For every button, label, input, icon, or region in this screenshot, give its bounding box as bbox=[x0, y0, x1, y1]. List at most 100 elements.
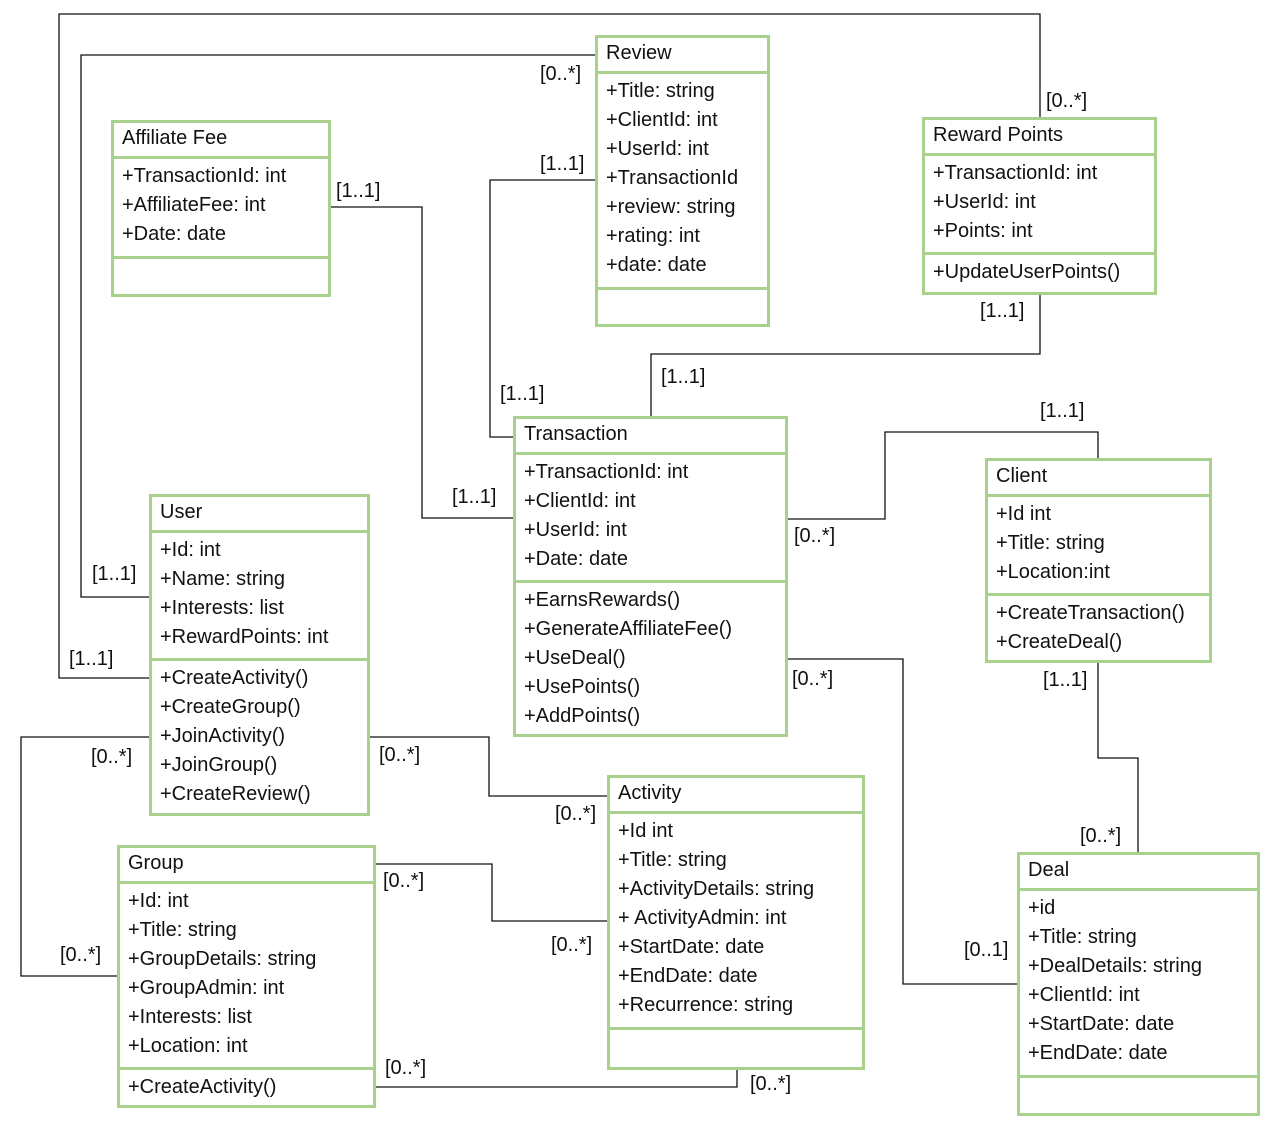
attributes-section: +Title: string +ClientId: int +UserId: i… bbox=[598, 74, 767, 290]
attribute: +Title: string bbox=[618, 849, 727, 871]
class-group[interactable]: Group +Id: int +Title: string +GroupDeta… bbox=[117, 845, 376, 1108]
class-transaction[interactable]: Transaction +TransactionId: int +ClientI… bbox=[513, 416, 788, 737]
attribute: +UserId: int bbox=[606, 138, 709, 160]
operation: +JoinGroup() bbox=[160, 754, 278, 776]
multiplicity-label: [0..*] bbox=[379, 744, 421, 766]
multiplicity-label: [1..1] bbox=[452, 486, 497, 508]
operation: +UsePoints() bbox=[524, 676, 641, 698]
class-reward-points[interactable]: Reward Points +TransactionId: int +UserI… bbox=[922, 117, 1157, 295]
class-deal[interactable]: Deal +id +Title: string +DealDetails: st… bbox=[1017, 852, 1260, 1116]
class-client[interactable]: Client +Id int +Title: string +Location:… bbox=[985, 458, 1212, 663]
operation: +CreateGroup() bbox=[160, 696, 301, 718]
attribute: +Title: string bbox=[606, 80, 715, 102]
attributes-section: +Id int +Title: string +Location:int bbox=[988, 497, 1209, 596]
attribute: +DealDetails: string bbox=[1028, 955, 1202, 977]
attribute: +rating: int bbox=[606, 225, 700, 247]
attribute: +TransactionId: int bbox=[933, 162, 1098, 184]
class-name: Deal bbox=[1020, 855, 1257, 891]
class-user[interactable]: User +Id: int +Name: string +Interests: … bbox=[149, 494, 370, 816]
class-name: Reward Points bbox=[925, 120, 1154, 156]
attribute: +Id: int bbox=[128, 890, 189, 912]
multiplicity-label: [1..1] bbox=[500, 383, 545, 405]
class-name: User bbox=[152, 497, 367, 533]
line-transaction-client bbox=[787, 431, 1099, 520]
attributes-section: +Id int +Title: string +ActivityDetails:… bbox=[610, 814, 862, 1030]
attribute: +GroupAdmin: int bbox=[128, 977, 285, 999]
operation: +EarnsRewards() bbox=[524, 589, 681, 611]
attribute: +GroupDetails: string bbox=[128, 948, 317, 970]
attributes-section: +TransactionId: int +UserId: int +Points… bbox=[925, 156, 1154, 255]
line-review-transaction bbox=[489, 179, 597, 438]
operation: +CreateActivity() bbox=[160, 667, 309, 689]
multiplicity-label: [0..*] bbox=[750, 1073, 792, 1095]
class-name: Review bbox=[598, 38, 767, 74]
attribute: +EndDate: date bbox=[618, 965, 758, 987]
operation: +CreateActivity() bbox=[128, 1076, 277, 1098]
multiplicity-label: [0..*] bbox=[792, 668, 834, 690]
multiplicity-label: [0..*] bbox=[383, 870, 425, 892]
line-group-activity bbox=[375, 863, 609, 922]
attribute: +EndDate: date bbox=[1028, 1042, 1168, 1064]
operations-section bbox=[1020, 1078, 1257, 1081]
attribute: +Id int bbox=[618, 820, 674, 842]
class-name: Transaction bbox=[516, 419, 785, 455]
attribute: +Location:int bbox=[996, 561, 1110, 583]
line-reward-user bbox=[58, 13, 1041, 679]
multiplicity-label: [0..*] bbox=[1046, 90, 1088, 112]
operation: +GenerateAffiliateFee() bbox=[524, 618, 733, 640]
line-user-group bbox=[20, 736, 151, 977]
attributes-section: +TransactionId: int +AffiliateFee: int +… bbox=[114, 159, 328, 259]
attribute: +AffiliateFee: int bbox=[122, 194, 266, 216]
attribute: +Title: string bbox=[996, 532, 1105, 554]
multiplicity-label: [0..*] bbox=[91, 746, 133, 768]
attribute: +ClientId: int bbox=[606, 109, 718, 131]
attribute: +ClientId: int bbox=[524, 490, 636, 512]
attribute: + ActivityAdmin: int bbox=[618, 907, 787, 929]
operation: +UseDeal() bbox=[524, 647, 626, 669]
class-affiliate-fee[interactable]: Affiliate Fee +TransactionId: int +Affil… bbox=[111, 120, 331, 297]
line-affiliate-transaction bbox=[330, 206, 515, 519]
attribute: +Interests: list bbox=[160, 597, 284, 619]
operation: +CreateReview() bbox=[160, 783, 311, 805]
operation: +JoinActivity() bbox=[160, 725, 286, 747]
attribute: +TransactionId: int bbox=[122, 165, 287, 187]
line-transaction-deal bbox=[787, 658, 1019, 985]
operations-section: +CreateActivity() +CreateGroup() +JoinAc… bbox=[152, 661, 367, 809]
attribute: +Title: string bbox=[1028, 926, 1137, 948]
attribute: +Id int bbox=[996, 503, 1052, 525]
multiplicity-label: [1..1] bbox=[336, 180, 381, 202]
operations-section bbox=[114, 259, 328, 262]
attribute: +Title: string bbox=[128, 919, 237, 941]
attribute: +date: date bbox=[606, 254, 707, 276]
attribute: +Name: string bbox=[160, 568, 286, 590]
operations-section: +EarnsRewards() +GenerateAffiliateFee() … bbox=[516, 583, 785, 731]
attribute: +Date: date bbox=[524, 548, 628, 570]
class-name: Group bbox=[120, 848, 373, 884]
multiplicity-label: [0..*] bbox=[540, 63, 582, 85]
line-reward-transaction bbox=[650, 294, 1041, 417]
multiplicity-label: [1..1] bbox=[92, 563, 137, 585]
attribute: +StartDate: date bbox=[1028, 1013, 1175, 1035]
multiplicity-label: [0..*] bbox=[555, 803, 597, 825]
class-name: Affiliate Fee bbox=[114, 123, 328, 159]
multiplicity-label: [0..*] bbox=[794, 525, 836, 547]
multiplicity-label: [1..1] bbox=[1040, 400, 1085, 422]
attribute: +RewardPoints: int bbox=[160, 626, 329, 648]
attribute: +ActivityDetails: string bbox=[618, 878, 815, 900]
multiplicity-label: [1..1] bbox=[540, 153, 585, 175]
multiplicity-label: [1..1] bbox=[1043, 669, 1088, 691]
operation: +UpdateUserPoints() bbox=[933, 261, 1121, 283]
attributes-section: +id +Title: string +DealDetails: string … bbox=[1020, 891, 1257, 1078]
operations-section: +UpdateUserPoints() bbox=[925, 255, 1154, 287]
attribute: +Interests: list bbox=[128, 1006, 252, 1028]
attribute: +Date: date bbox=[122, 223, 226, 245]
attribute: +review: string bbox=[606, 196, 736, 218]
class-activity[interactable]: Activity +Id int +Title: string +Activit… bbox=[607, 775, 865, 1070]
line-group-activity-op bbox=[375, 1069, 738, 1088]
class-review[interactable]: Review +Title: string +ClientId: int +Us… bbox=[595, 35, 770, 327]
class-name: Client bbox=[988, 461, 1209, 497]
attribute: +Location: int bbox=[128, 1035, 248, 1057]
multiplicity-label: [0..*] bbox=[1080, 825, 1122, 847]
attributes-section: +Id: int +Title: string +GroupDetails: s… bbox=[120, 884, 373, 1070]
